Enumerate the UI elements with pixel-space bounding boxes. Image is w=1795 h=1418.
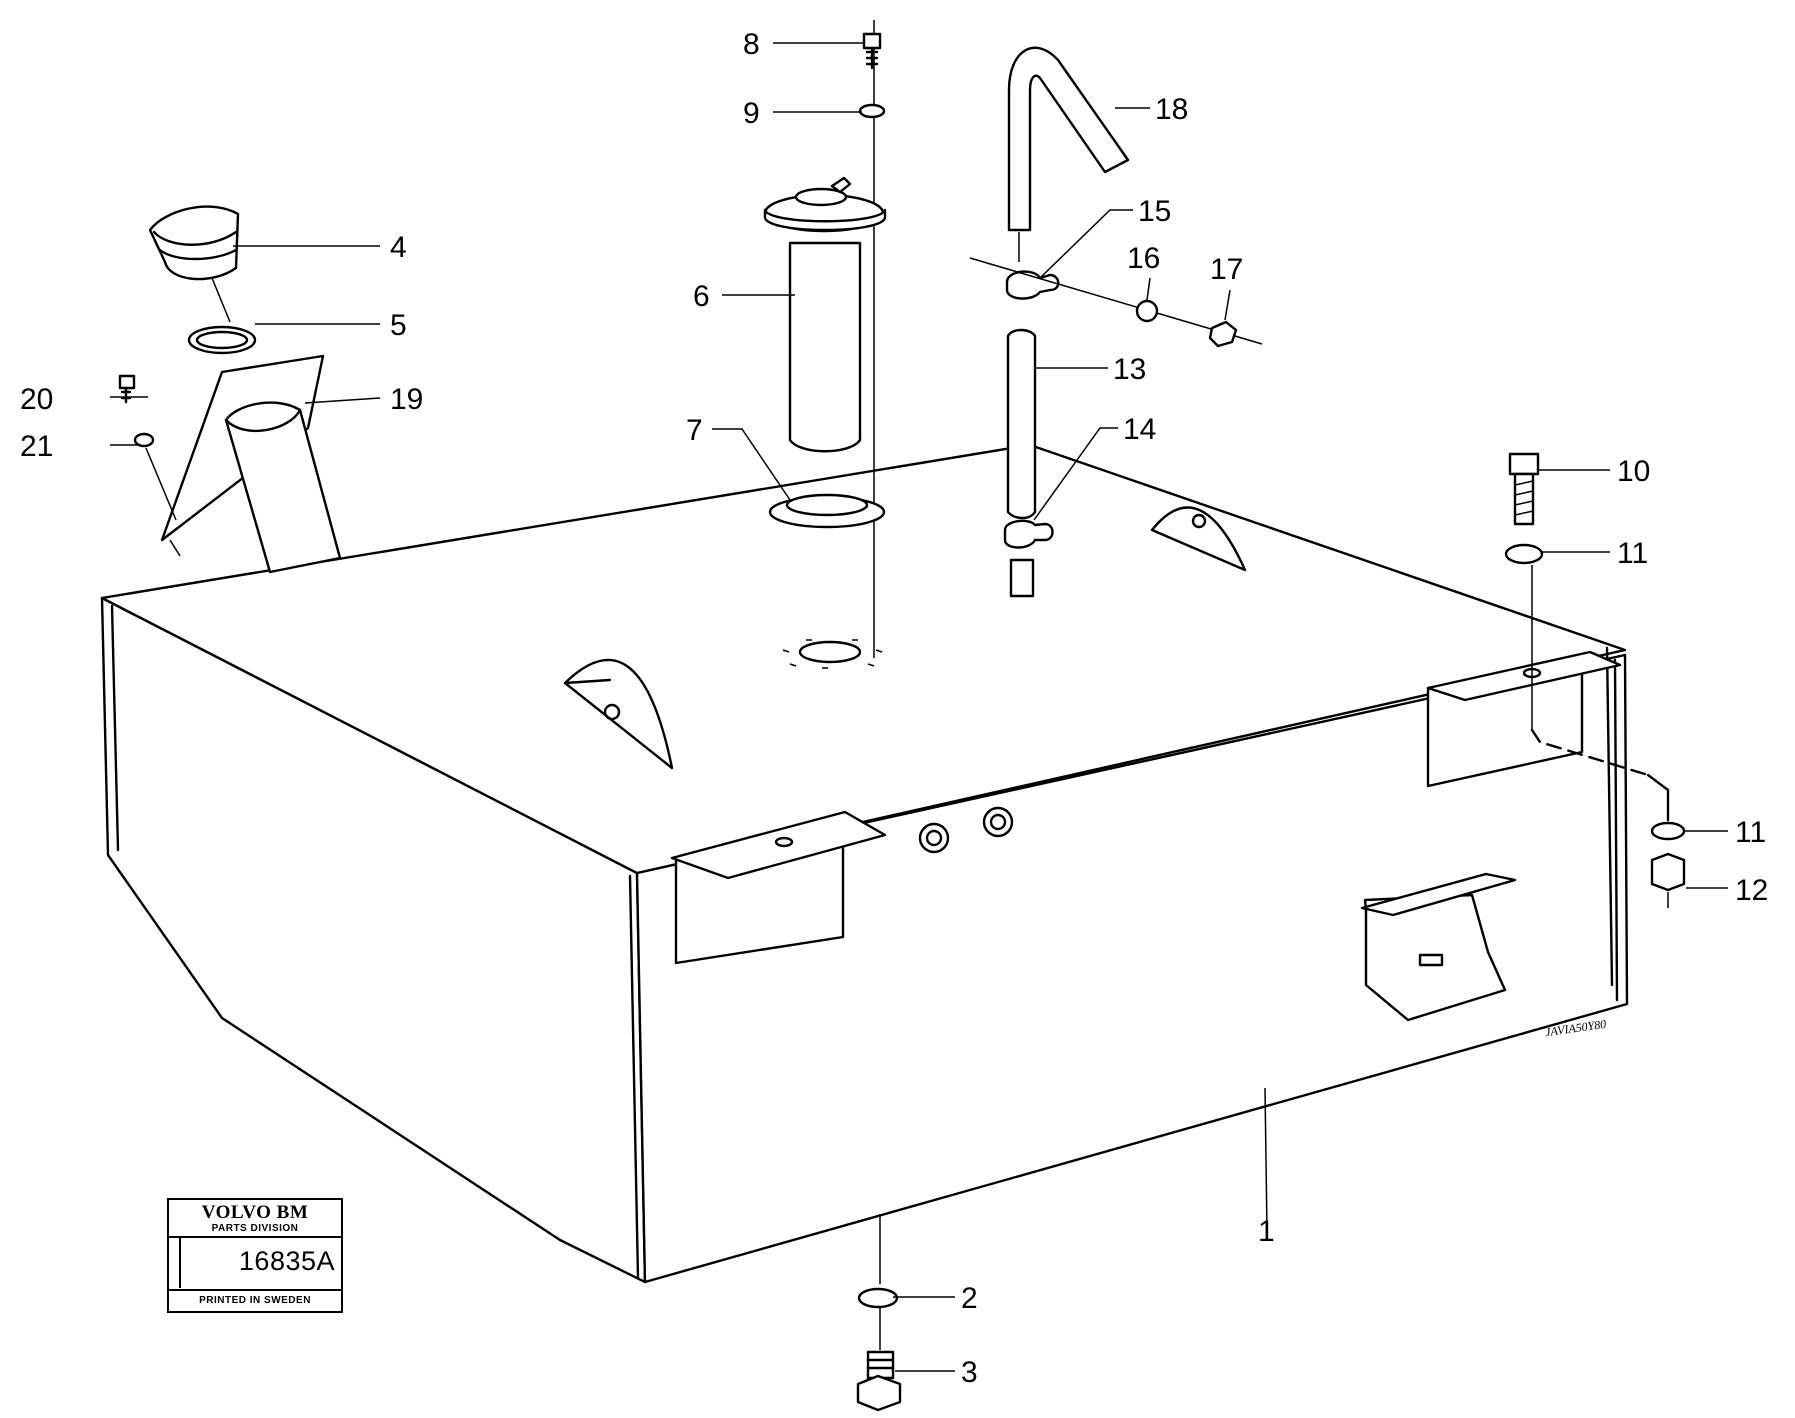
callout-11-lower: 11 bbox=[1735, 816, 1766, 849]
breather-pipe-assembly bbox=[969, 46, 1263, 598]
filler-neck-bolt bbox=[118, 374, 136, 404]
stamp-division: PARTS DIVISION bbox=[211, 1223, 299, 1234]
callout-8: 8 bbox=[743, 28, 760, 61]
callout-6: 6 bbox=[693, 280, 710, 313]
mounting-bracket-right bbox=[1426, 650, 1622, 788]
callout-15: 15 bbox=[1138, 195, 1171, 228]
callout-9: 9 bbox=[743, 97, 760, 130]
callout-4: 4 bbox=[390, 231, 407, 264]
callout-18: 18 bbox=[1155, 93, 1188, 126]
callout-2: 2 bbox=[961, 1282, 978, 1315]
callout-10: 10 bbox=[1617, 455, 1650, 488]
callout-labels: 1 2 3 4 5 6 7 8 9 10 11 11 12 13 14 15 1… bbox=[20, 28, 1768, 1389]
step-bracket bbox=[1360, 872, 1517, 1022]
callout-19: 19 bbox=[390, 383, 423, 416]
callout-20: 20 bbox=[20, 383, 53, 416]
callout-17: 17 bbox=[1210, 253, 1243, 286]
sender-washer bbox=[858, 103, 886, 119]
callout-3: 3 bbox=[961, 1356, 978, 1389]
stamp-divider bbox=[169, 1236, 341, 1238]
callout-12: 12 bbox=[1735, 874, 1768, 907]
sender-screw bbox=[862, 32, 882, 70]
stamp-brand: VOLVO BM bbox=[201, 1202, 309, 1223]
filler-neck-washer bbox=[133, 432, 155, 448]
leader-lines bbox=[110, 42, 1728, 1372]
callout-16: 16 bbox=[1127, 242, 1160, 275]
callout-5: 5 bbox=[390, 309, 407, 342]
stamp-illustration-number: 16835A bbox=[238, 1246, 335, 1276]
filler-neck-assembly bbox=[118, 205, 342, 574]
callout-7: 7 bbox=[686, 414, 703, 447]
stamp-box bbox=[169, 1236, 181, 1288]
fuel-sender-assembly bbox=[763, 20, 887, 658]
tank-mounting-hardware bbox=[1504, 452, 1686, 908]
callout-1: 1 bbox=[1258, 1215, 1275, 1248]
mounting-bracket-left bbox=[670, 810, 887, 965]
sender-opening bbox=[782, 639, 883, 669]
lifting-lug-left bbox=[563, 658, 674, 770]
parts-division-stamp: VOLVO BM PARTS DIVISION 16835A PRINTED I… bbox=[167, 1198, 343, 1313]
lifting-lug-right bbox=[1150, 506, 1247, 572]
stamp-divider bbox=[169, 1289, 341, 1291]
front-fittings bbox=[918, 806, 1014, 854]
callout-21: 21 bbox=[20, 430, 53, 463]
callout-13: 13 bbox=[1113, 353, 1146, 386]
stamp-printed-note: PRINTED IN SWEDEN bbox=[199, 1295, 311, 1306]
fuel-tank-body bbox=[100, 443, 1629, 1284]
callout-14: 14 bbox=[1123, 413, 1156, 446]
callout-11-upper: 11 bbox=[1617, 537, 1648, 570]
drain-plug-assembly bbox=[856, 1214, 902, 1412]
